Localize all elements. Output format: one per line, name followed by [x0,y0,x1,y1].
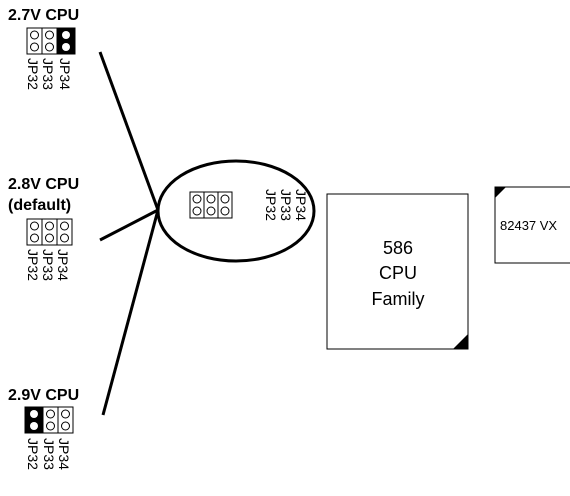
label-jp34-2-9v: JP34 [56,438,72,470]
jumper-block-2-9v [24,406,74,434]
setting-2-9v: 2.9V CPU JP32 JP33 JP34 [8,387,79,470]
cpu-label-line2: CPU [379,263,417,283]
setting-2-8v-note: (default) [8,197,71,214]
jumper-block-2-8v [26,218,73,246]
connector-line-2-7v [98,51,160,211]
chipset-pin1-marker [495,187,506,198]
label-jp33-2-8v: JP33 [40,249,56,281]
label-jp32-2-9v: JP32 [25,438,41,470]
cpu-label-line1: 586 [383,238,413,258]
setting-2-8v-label: 2.8V CPU [8,176,79,193]
label-jp33-2-9v: JP33 [41,438,57,470]
cpu-label-line3: Family [372,289,425,309]
setting-2-7v-label: 2.7V CPU [8,7,79,24]
board-label-jp34: JP34 [293,189,309,221]
setting-2-7v: 2.7V CPU JP32 JP33 JP34 [8,7,79,90]
board-jumper-callout: JP34 JP33 JP32 [156,159,316,263]
chipset-label: 82437 VX [500,218,557,233]
label-jp34-2-7v: JP34 [57,58,73,90]
label-jp32-2-8v: JP32 [25,249,41,281]
setting-2-8v: 2.8V CPU (default) JP32 JP33 JP34 [8,176,79,281]
chipset-outline [494,186,570,264]
cpu-socket-outline [326,193,469,350]
label-jp34-2-8v: JP34 [55,249,71,281]
jumper-cap-2-7v [56,27,76,55]
label-jp32-2-7v: JP32 [25,58,41,90]
cpu-socket: 586 CPU Family [326,193,469,350]
connector-line-2-8v [99,208,159,242]
connector-lines [98,51,160,416]
cpu-pin1-marker [453,334,468,349]
board-jumper-block [189,191,233,219]
callout-oval [156,159,316,263]
board-label-jp33: JP33 [278,189,294,221]
label-jp33-2-7v: JP33 [40,58,56,90]
jumper-block-2-7v [26,27,76,55]
setting-2-9v-label: 2.9V CPU [8,387,79,404]
connector-line-2-9v [101,209,160,416]
board-label-jp32: JP32 [263,189,279,221]
chipset: 82437 VX [494,186,570,264]
